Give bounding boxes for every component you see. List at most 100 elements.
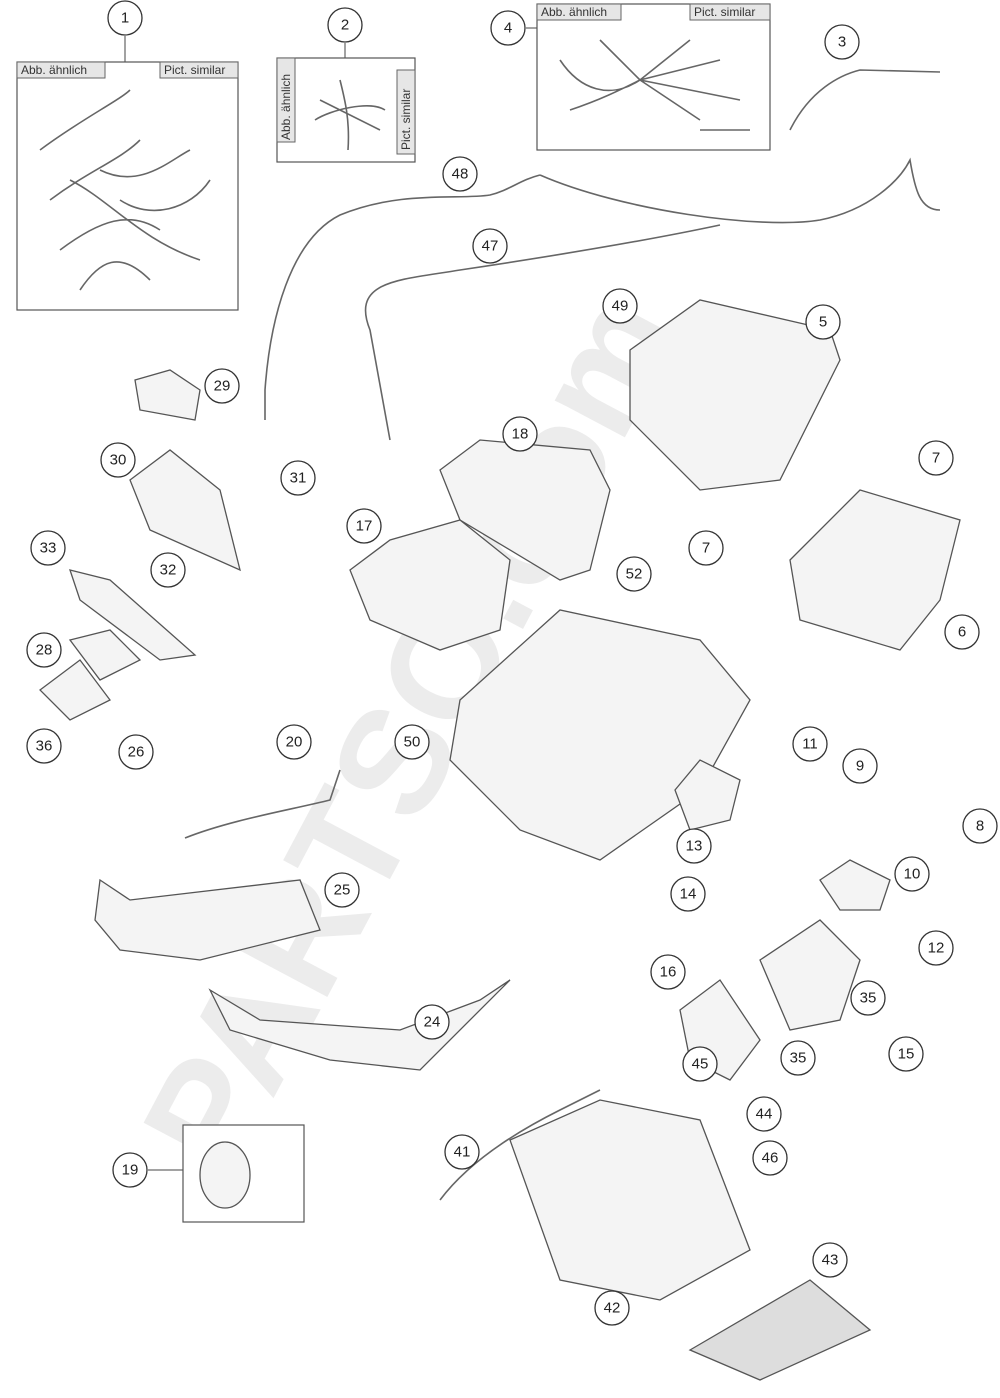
callout-17: 17: [346, 508, 382, 544]
callout-15: 15: [888, 1036, 924, 1072]
callout-number: 1: [121, 10, 129, 27]
callout-number: 42: [604, 1300, 621, 1317]
callout-48: 48: [442, 156, 478, 192]
part-5-cover: [629, 299, 841, 491]
callout-number: 3: [838, 34, 846, 51]
callout-number: 18: [512, 426, 529, 443]
callout-number: 14: [680, 886, 697, 903]
inset-box-19: [148, 1124, 305, 1223]
callout-circle: [594, 1290, 630, 1326]
callout-number: 13: [686, 838, 703, 855]
callout-number: 7: [702, 540, 710, 557]
callout-number: 44: [756, 1106, 773, 1123]
part-13-relay: [674, 759, 741, 831]
callout-number: 20: [286, 734, 303, 751]
callout-number: 36: [36, 738, 53, 755]
callout-number: 17: [356, 518, 373, 535]
callout-12: 12: [918, 930, 954, 966]
callout-29: 29: [204, 368, 240, 404]
callout-35: 35: [780, 1040, 816, 1076]
callout-25: 25: [324, 872, 360, 908]
callout-number: 15: [898, 1046, 915, 1063]
callout-number: 28: [36, 642, 53, 659]
callout-46: 46: [752, 1140, 788, 1176]
part-17-ecu: [349, 519, 511, 651]
callout-6: 6: [944, 614, 980, 650]
similar-label-en: Pict. similar: [164, 63, 225, 77]
callout-circle: [670, 876, 706, 912]
part-26: [39, 659, 111, 721]
callout-number: 26: [128, 744, 145, 761]
callout-circle: [780, 1040, 816, 1076]
callout-circle: [918, 440, 954, 476]
callout-20: 20: [276, 724, 312, 760]
callout-10: 10: [894, 856, 930, 892]
callout-number: 29: [214, 378, 231, 395]
callout-30: 30: [100, 442, 136, 478]
inset-box-2: Abb. ähnlich Pict. similar: [276, 43, 416, 163]
callout-number: 31: [290, 470, 307, 487]
part-42-battery: [509, 1099, 751, 1301]
part-33: [69, 569, 197, 661]
callout-circle: [112, 1152, 148, 1188]
callout-5: 5: [805, 304, 841, 340]
svg-text:Pict. similar: Pict. similar: [399, 89, 413, 150]
part-24-bracket: [208, 979, 511, 1071]
callout-circle: [676, 828, 712, 864]
callout-number: 35: [860, 990, 877, 1007]
callout-42: 42: [594, 1290, 630, 1326]
part-29: [134, 369, 201, 421]
callout-26: 26: [118, 734, 154, 770]
callout-43: 43: [812, 1242, 848, 1278]
callout-circle: [100, 442, 136, 478]
callout-number: 50: [404, 734, 421, 751]
callout-8: 8: [962, 808, 998, 844]
callout-circle: [682, 1046, 718, 1082]
part-15-regulator: [759, 919, 861, 1031]
callout-number: 30: [110, 452, 127, 469]
callout-circle: [850, 980, 886, 1016]
callout-circle: [805, 304, 841, 340]
callout-number: 25: [334, 882, 351, 899]
callout-circle: [26, 728, 62, 764]
callout-18: 18: [502, 416, 538, 452]
callout-circle: [746, 1096, 782, 1132]
callout-13: 13: [676, 828, 712, 864]
callout-number: 11: [802, 736, 818, 753]
callout-circle: [107, 0, 143, 36]
inset-box-1: Abb. ähnlich Pict. similar: [16, 36, 239, 311]
callout-45: 45: [682, 1046, 718, 1082]
callout-44: 44: [746, 1096, 782, 1132]
callout-circle: [30, 530, 66, 566]
callout-49: 49: [602, 288, 638, 324]
callout-circle: [327, 7, 363, 43]
svg-text:Abb. ähnlich: Abb. ähnlich: [279, 74, 293, 140]
callout-number: 16: [660, 964, 677, 981]
cable-20: [184, 769, 341, 839]
callout-number: 2: [341, 17, 349, 34]
cable-3: [789, 69, 941, 131]
callout-number: 9: [856, 758, 864, 775]
callout-circle: [824, 24, 860, 60]
callout-52: 52: [616, 556, 652, 592]
svg-text:Pict. similar: Pict. similar: [694, 5, 755, 19]
callout-circle: [688, 530, 724, 566]
callout-number: 24: [424, 1014, 441, 1031]
callout-circle: [842, 748, 878, 784]
part-6-control-unit: [789, 489, 961, 651]
callout-circle: [918, 930, 954, 966]
callout-1: 1: [107, 0, 143, 36]
callout-circle: [602, 288, 638, 324]
callout-circle: [944, 614, 980, 650]
callout-36: 36: [26, 728, 62, 764]
callout-number: 45: [692, 1056, 709, 1073]
callout-24: 24: [414, 1004, 450, 1040]
part-43-mat: [688, 1279, 872, 1381]
callout-number: 33: [40, 540, 57, 557]
callout-number: 12: [928, 940, 945, 957]
callout-circle: [394, 724, 430, 760]
callout-circle: [150, 552, 186, 588]
callout-41: 41: [444, 1134, 480, 1170]
callout-35: 35: [850, 980, 886, 1016]
